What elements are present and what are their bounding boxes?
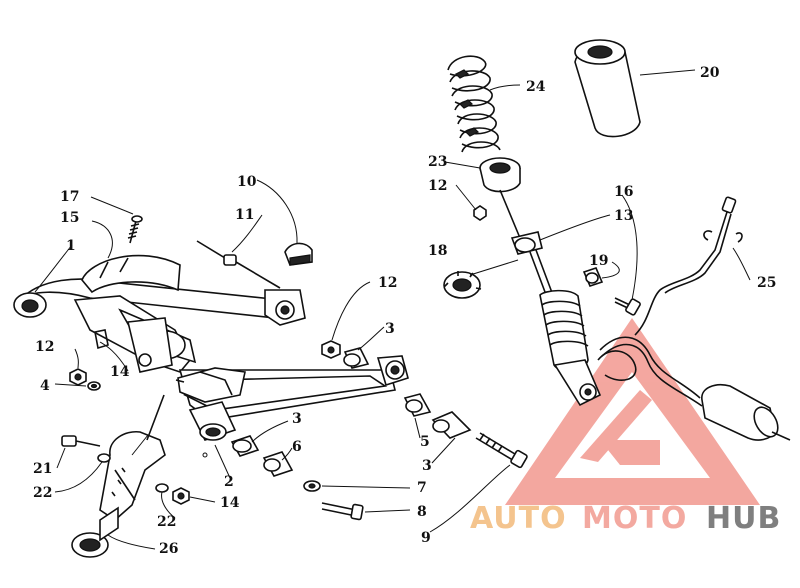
spring-24 [447,55,501,153]
callout-12-shock: 12 [428,178,447,194]
screw-17 [127,215,143,244]
callout-3-upper: 3 [385,321,395,337]
ring-18 [443,271,482,299]
callout-24: 24 [526,79,546,95]
callout-20: 20 [700,65,720,81]
bushing-19 [582,267,604,287]
callout-14-left: 14 [110,364,130,380]
steering-arm-26 [61,394,190,558]
callout-5: 5 [420,434,430,450]
callout-11: 11 [235,207,254,223]
skid-guard [81,254,181,294]
callout-22-right: 22 [157,514,176,530]
callout-labels: 17 15 1 10 11 12 14 4 12 3 3 6 5 3 2 7 8… [33,65,776,557]
callout-19: 19 [589,253,608,269]
watermark-auto: AUTO [470,501,567,536]
callout-14-right: 14 [220,495,240,511]
callout-3-center: 3 [292,411,302,427]
bolt-16 [614,297,641,316]
spark-plug-wire-25 [597,196,791,441]
callout-12-right: 12 [378,275,397,291]
callout-25: 25 [757,275,776,291]
front-arm-assembly [13,278,409,458]
callout-6: 6 [292,439,302,455]
callout-7: 7 [417,480,427,496]
callout-22-left: 22 [33,485,52,501]
shock-cover-20 [574,39,641,138]
callout-17: 17 [60,189,79,205]
nut-12-shock [473,205,487,221]
watermark-moto: MOTO [582,501,687,536]
callout-13: 13 [614,208,633,224]
watermark-hub: HUB [706,501,781,536]
callout-15: 15 [60,210,79,226]
callout-1: 1 [66,238,76,254]
spring-seat-23 [479,157,521,193]
callout-4: 4 [40,378,50,394]
callout-2: 2 [224,474,234,490]
pin-11 [196,240,281,289]
callout-23: 23 [428,154,447,170]
callout-9: 9 [421,530,431,546]
callout-16: 16 [614,184,633,200]
shock-absorber [499,189,602,407]
callout-12-left: 12 [35,339,54,355]
callout-18: 18 [428,243,447,259]
small-hardware-left [69,340,528,521]
watermark-text: AUTO MOTO HUB [470,501,781,536]
callout-21: 21 [33,461,52,477]
callout-8: 8 [417,504,427,520]
callout-3-lower: 3 [422,458,432,474]
watermark-logo [505,318,760,505]
callout-26: 26 [159,541,178,557]
leader-lines [34,69,751,550]
callout-10: 10 [237,174,257,190]
clip-10 [284,242,313,266]
